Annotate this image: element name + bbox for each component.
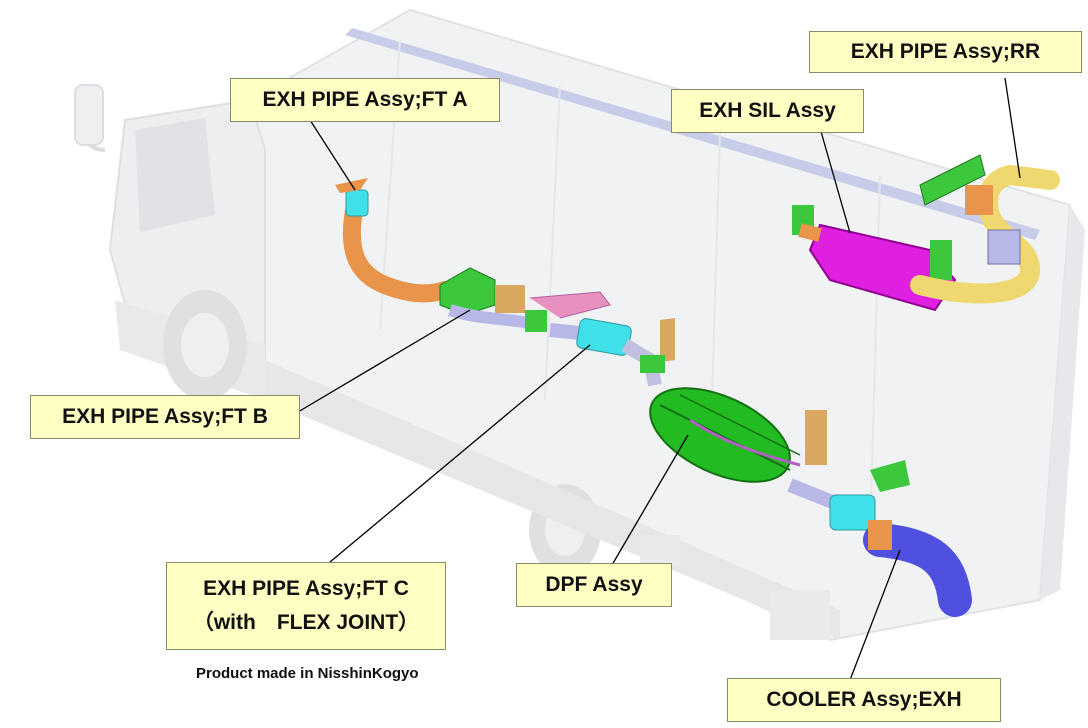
- label-text: COOLER Assy;EXH: [766, 688, 962, 712]
- label-cooler-assy-exh: COOLER Assy;EXH: [727, 678, 1001, 722]
- leader-lines: [297, 77, 1021, 681]
- label-exh-pipe-ft-b: EXH PIPE Assy;FT B: [30, 395, 300, 439]
- label-text: EXH PIPE Assy;FT A: [262, 88, 468, 112]
- label-exh-pipe-ft-c: EXH PIPE Assy;FT C （with FLEX JOINT）: [166, 562, 446, 650]
- exhaust-parts: [335, 154, 1060, 617]
- manufacturer-credit: Product made in NisshinKogyo: [196, 665, 419, 682]
- label-text: EXH PIPE Assy;FT C: [203, 577, 409, 601]
- label-exh-pipe-ft-a: EXH PIPE Assy;FT A: [230, 78, 500, 122]
- label-text: DPF Assy: [545, 573, 643, 597]
- label-text: EXH PIPE Assy;RR: [850, 40, 1041, 64]
- label-text: EXH SIL Assy: [699, 99, 836, 123]
- label-dpf-assy: DPF Assy: [516, 563, 672, 607]
- label-exh-sil-assy: EXH SIL Assy: [671, 89, 864, 133]
- label-exh-pipe-rr: EXH PIPE Assy;RR: [809, 31, 1082, 73]
- label-text: EXH PIPE Assy;FT B: [62, 405, 268, 429]
- label-text-sub: （with FLEX JOINT）: [192, 611, 420, 634]
